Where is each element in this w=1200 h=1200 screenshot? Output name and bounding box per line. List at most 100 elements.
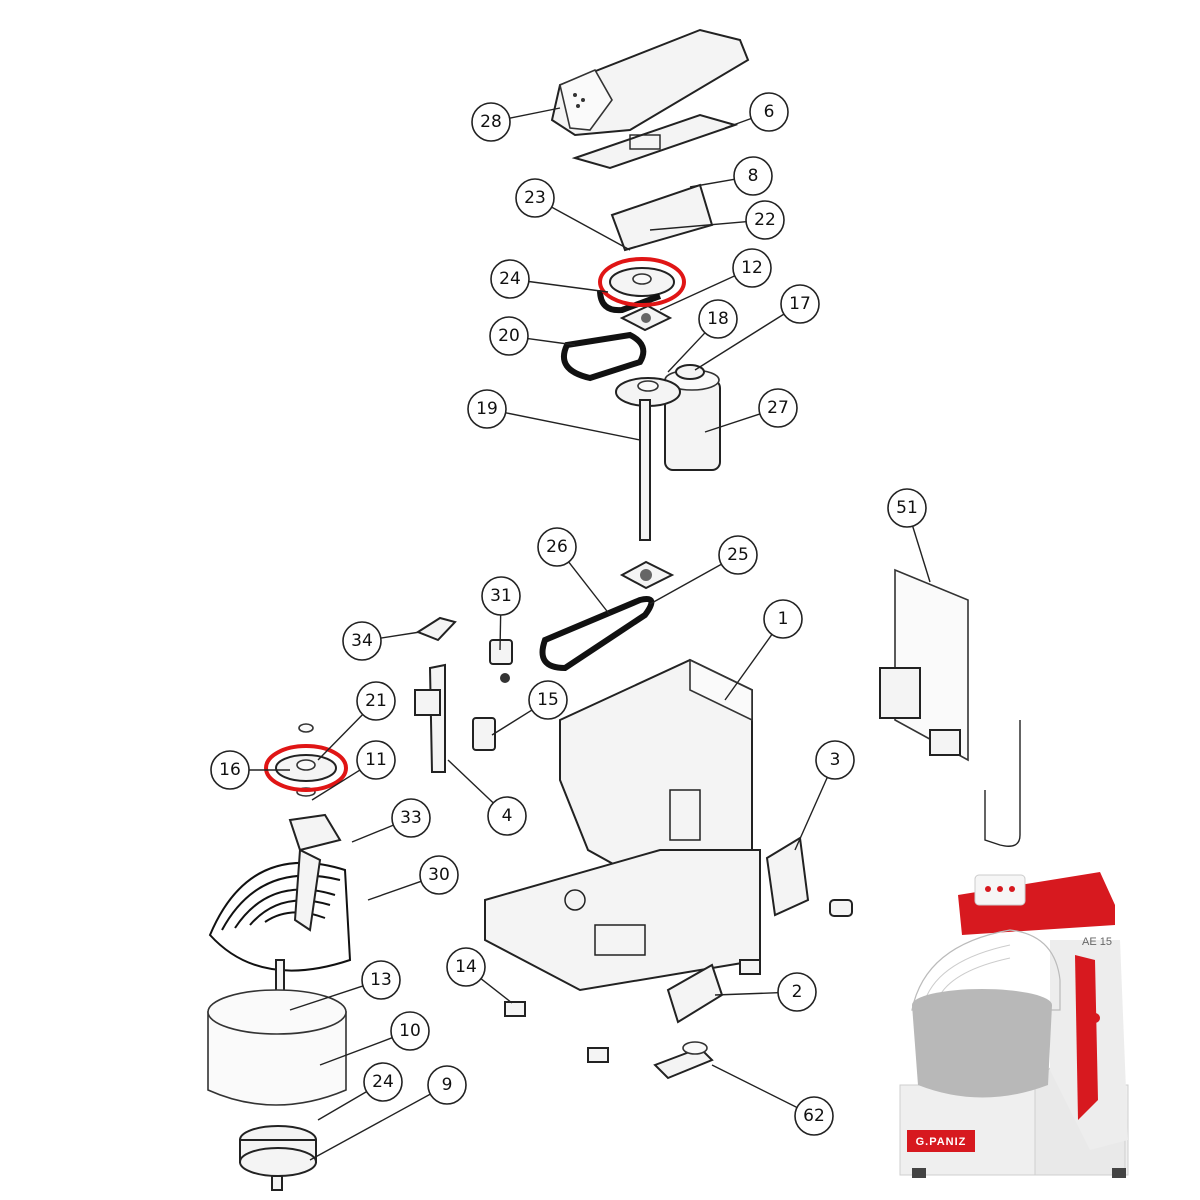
- callout-20: 20: [489, 316, 576, 356]
- shaft-19: [639, 399, 651, 541]
- leader-line: [367, 880, 422, 901]
- callout-bubble: [718, 535, 758, 575]
- callout-bubble: [363, 1062, 403, 1102]
- pulley-16-highlight: [264, 744, 348, 792]
- callout-bubble: [487, 796, 527, 836]
- callout-bubble: [763, 599, 803, 639]
- callout-number: 14: [455, 957, 477, 977]
- callout-34: 34: [342, 621, 421, 661]
- control-button-icon: [997, 886, 1003, 892]
- leader-line: [694, 313, 785, 371]
- leader-line: [568, 561, 611, 616]
- leader-line: [724, 634, 773, 701]
- belt-26: [539, 596, 655, 672]
- callout-bubble: [361, 960, 401, 1000]
- callout-15: 15: [491, 680, 568, 736]
- leader-line: [711, 1064, 798, 1109]
- callout-bubble: [210, 750, 250, 790]
- callout-12: 12: [659, 248, 772, 311]
- callout-number: 24: [499, 269, 521, 289]
- callout-number: 34: [351, 631, 373, 651]
- leader-line: [704, 413, 761, 433]
- callout-21: 21: [317, 681, 396, 761]
- callout-bubble: [467, 389, 507, 429]
- callout-22: 22: [649, 200, 785, 240]
- callout-4: 4: [447, 759, 527, 836]
- callout-bubble: [356, 740, 396, 780]
- callout-bubble: [537, 527, 577, 567]
- callout-bubble: [390, 1011, 430, 1051]
- relay-15: [472, 717, 496, 751]
- callout-number: 22: [754, 210, 776, 230]
- callout-bubble: [490, 259, 530, 299]
- leader-line: [317, 714, 364, 761]
- leader-line: [649, 220, 747, 231]
- belt-24-top: [597, 289, 662, 314]
- mixer-foot: [912, 1168, 926, 1178]
- bearing-plate-12: [619, 304, 673, 332]
- callout-number: 17: [789, 294, 811, 314]
- electrical-panel-51: [879, 568, 1021, 847]
- callout-33: 33: [351, 798, 431, 843]
- mixer-head-cover: [958, 872, 1115, 935]
- callout-62: 62: [711, 1064, 834, 1136]
- callout-number: 19: [476, 399, 498, 419]
- knob-icon: [1090, 1013, 1100, 1023]
- callout-26: 26: [537, 527, 611, 616]
- leader-line: [911, 525, 931, 583]
- callout-number: 18: [707, 309, 729, 329]
- callout-19: 19: [467, 389, 641, 441]
- callout-bubble: [815, 740, 855, 780]
- callout-number: 21: [365, 691, 387, 711]
- highlights-layer: [264, 257, 686, 792]
- callout-number: 8: [748, 166, 759, 186]
- leader-line: [491, 709, 533, 736]
- callout-bubble: [732, 248, 772, 288]
- callout-number: 13: [370, 970, 392, 990]
- mixer-bowl: [912, 1005, 1052, 1098]
- callout-bubble: [887, 488, 927, 528]
- leader-line: [499, 614, 502, 651]
- callout-number: 62: [803, 1106, 825, 1126]
- callout-bubble: [777, 972, 817, 1012]
- leader-line: [724, 117, 752, 129]
- callout-25: 25: [649, 535, 758, 605]
- callout-14: 14: [446, 947, 513, 1004]
- hook-head-33: [288, 813, 342, 932]
- bowl-10: [207, 989, 347, 1106]
- callout-bubble: [528, 680, 568, 720]
- callout-number: 33: [400, 808, 422, 828]
- callout-1: 1: [724, 599, 803, 701]
- callout-30: 30: [367, 855, 459, 901]
- pulley-24-highlight: [598, 257, 686, 307]
- callout-bubble: [733, 156, 773, 196]
- callout-bubble: [745, 200, 785, 240]
- leader-line: [319, 1037, 393, 1066]
- callout-number: 10: [399, 1021, 421, 1041]
- callout-number: 1: [778, 609, 789, 629]
- leader-line: [551, 206, 631, 251]
- control-button-icon: [985, 886, 991, 892]
- callout-3: 3: [794, 740, 855, 851]
- plate-3: [765, 836, 810, 917]
- leader-line: [659, 275, 736, 311]
- callout-24: 24: [490, 259, 609, 299]
- control-button-icon: [1009, 886, 1015, 892]
- callout-bubble: [471, 102, 511, 142]
- callout-bubble: [481, 576, 521, 616]
- callout-number: 9: [442, 1075, 453, 1095]
- frame-1: [484, 658, 761, 992]
- callout-bubble: [356, 681, 396, 721]
- leader-line: [317, 1090, 367, 1121]
- leader-line: [380, 631, 421, 639]
- leader-line: [667, 332, 706, 373]
- wire-guard: [911, 929, 1061, 1011]
- callout-number: 6: [764, 102, 775, 122]
- callout-number: 24: [372, 1072, 394, 1092]
- leader-line: [509, 107, 561, 119]
- callout-bubble: [391, 798, 431, 838]
- bowl-base-9: [239, 1125, 317, 1191]
- mixer-foot: [1112, 1168, 1126, 1178]
